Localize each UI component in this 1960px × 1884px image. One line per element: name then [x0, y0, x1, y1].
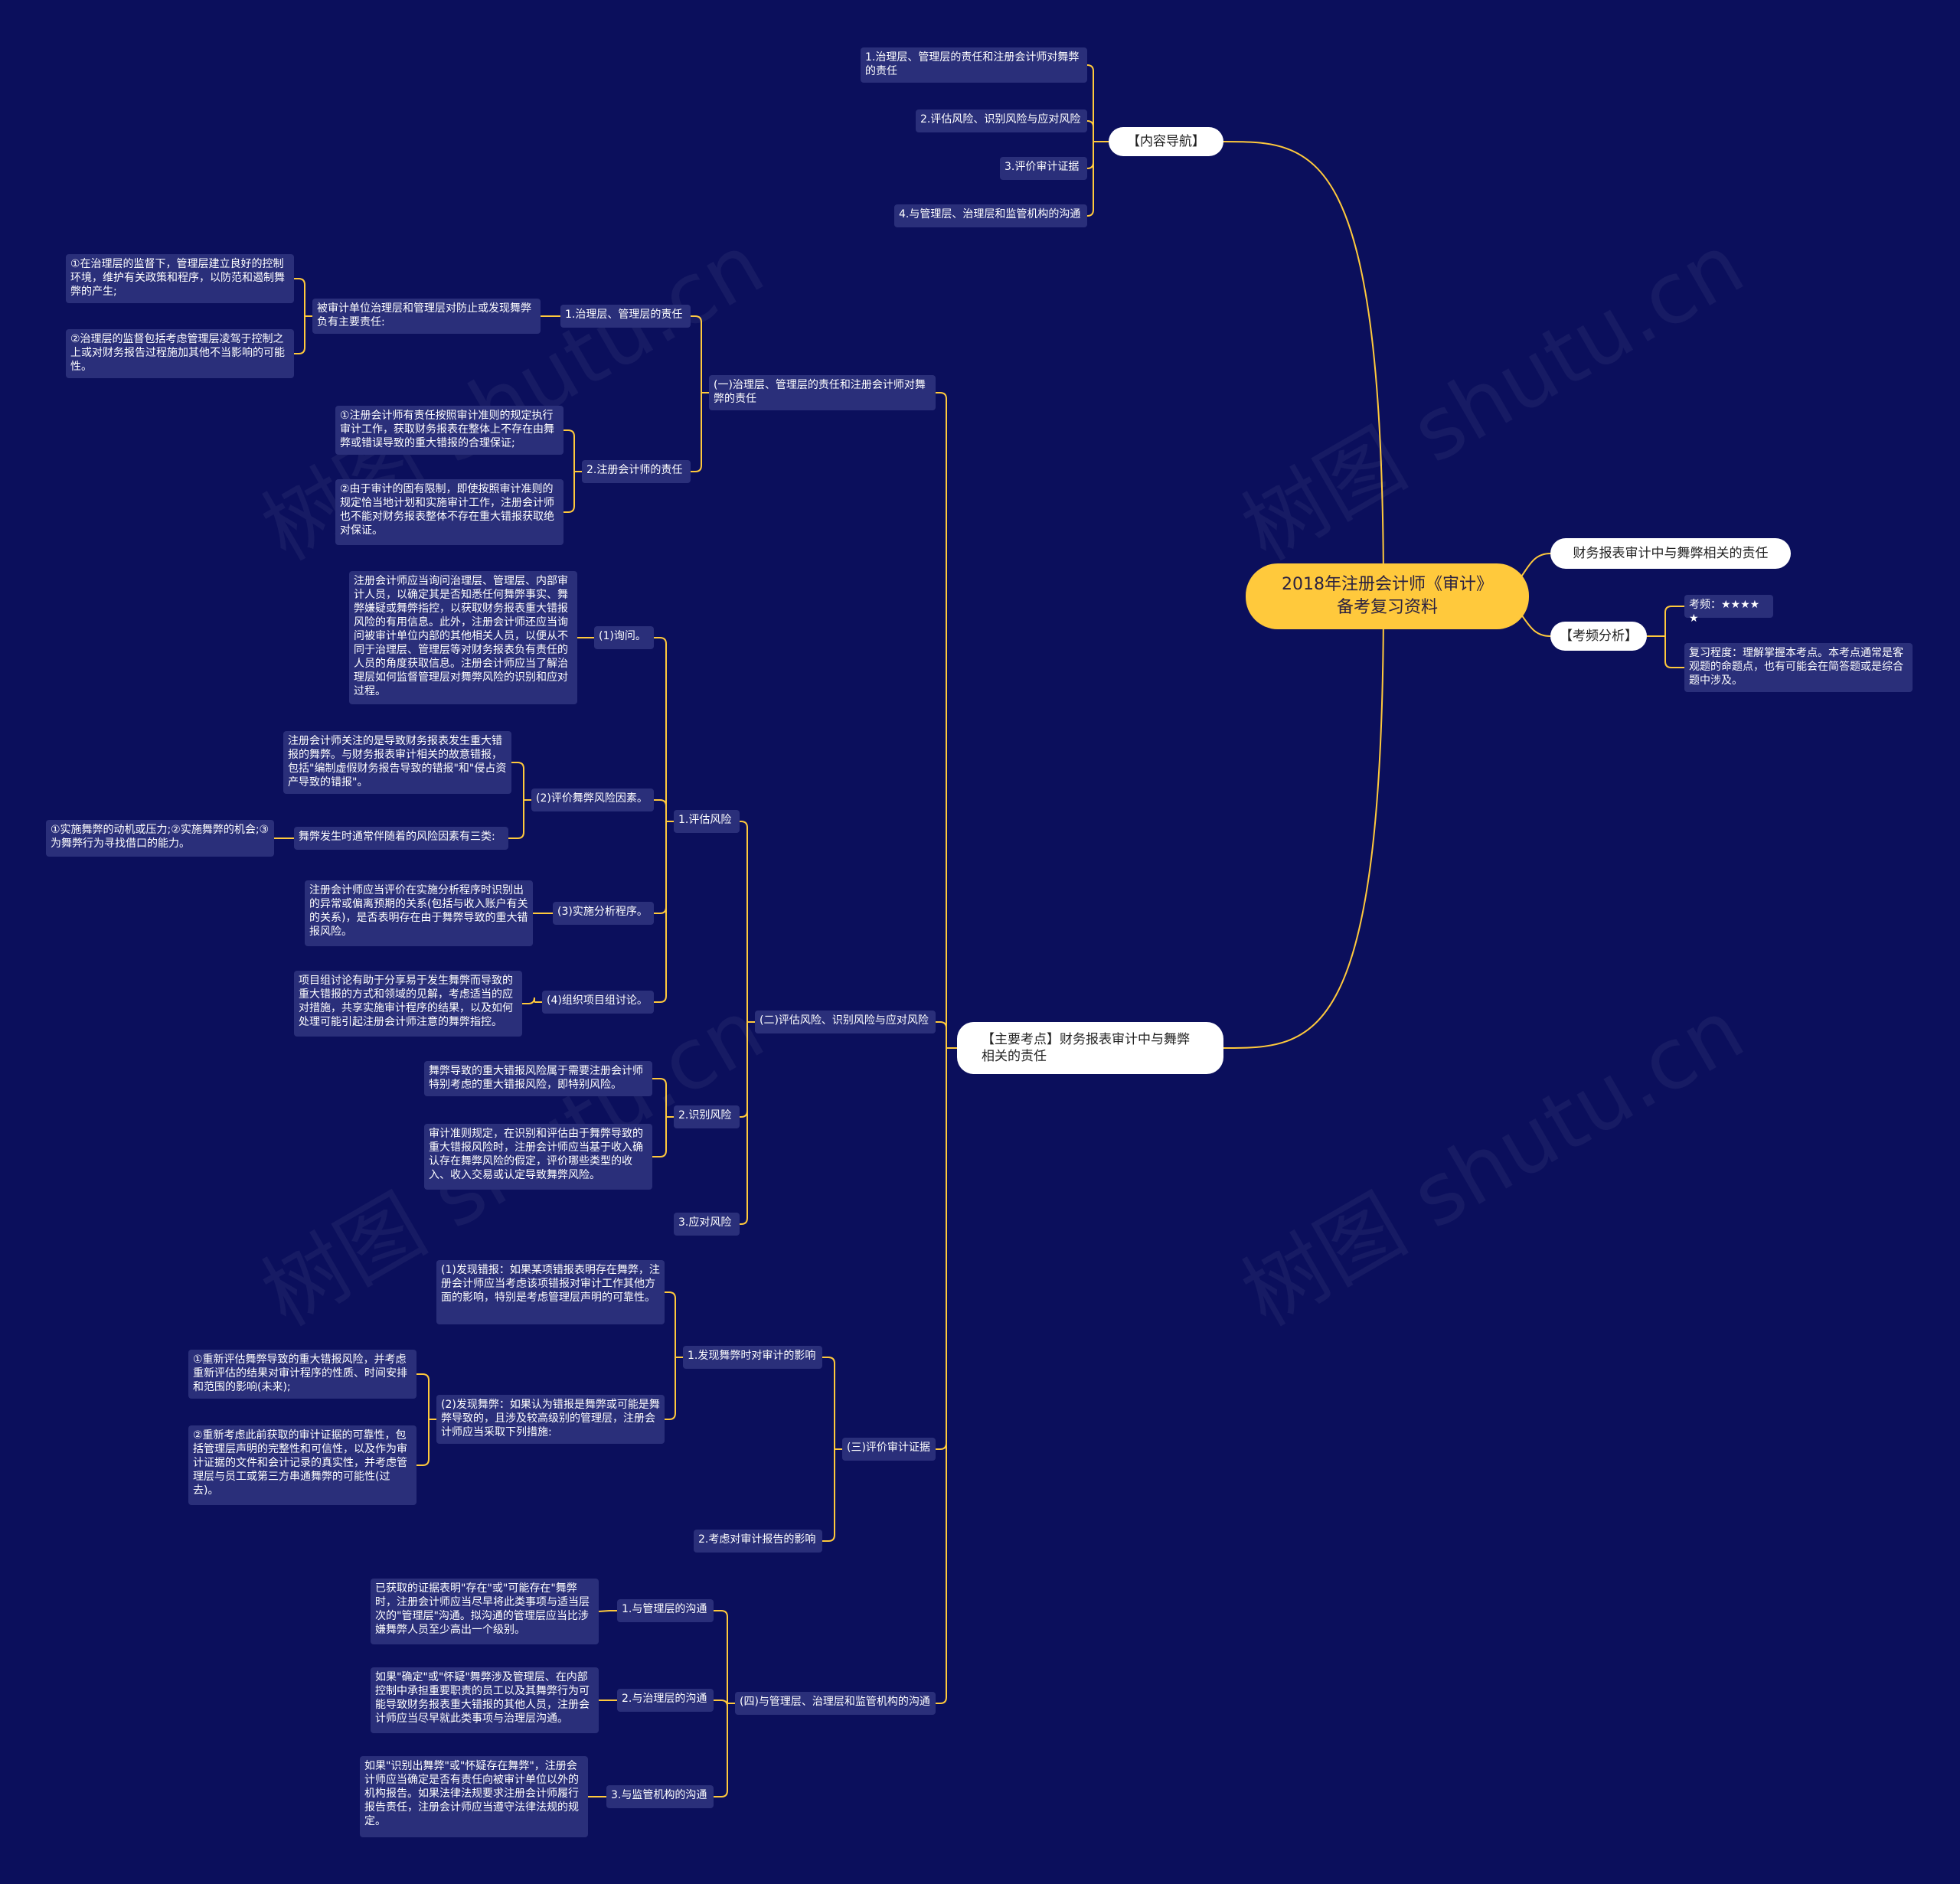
- frequency-topic[interactable]: 【考频分析】: [1550, 622, 1647, 651]
- leaf-text[interactable]: 如果"识别出舞弊"或"怀疑存在舞弊"，注册会计师应当确定是否有责任向被审计单位以…: [360, 1756, 588, 1837]
- section-3-item-2[interactable]: 2.考虑对审计报告的影响: [694, 1530, 822, 1553]
- leaf-text[interactable]: 如果"确定"或"怀疑"舞弊涉及管理层、在内部控制中承担重要职责的员工以及其舞弊行…: [371, 1667, 599, 1733]
- leaf-text[interactable]: 舞弊导致的重大错报风险属于需要注册会计师特别考虑的重大错报风险，即特别风险。: [424, 1061, 652, 1096]
- section-2-step-3[interactable]: (3)实施分析程序。: [553, 902, 654, 925]
- section-2-item-3[interactable]: 3.应对风险: [674, 1213, 740, 1236]
- section-4-item-3[interactable]: 3.与监管机构的沟通: [606, 1785, 714, 1808]
- leaf-text[interactable]: ①实施舞弊的动机或压力;②实施舞弊的机会;③为舞弊行为寻找借口的能力。: [46, 820, 274, 857]
- leaf-text[interactable]: 审计准则规定，在识别和评估由于舞弊导致的重大错报风险时，注册会计师应当基于收入确…: [424, 1124, 652, 1190]
- connector: [1086, 142, 1094, 169]
- connector: [416, 1373, 430, 1419]
- section-2-step-4[interactable]: (4)组织项目组讨论。: [542, 991, 654, 1014]
- connector: [294, 278, 305, 316]
- leaf-text[interactable]: 已获取的证据表明"存在"或"可能存在"舞弊时，注册会计师应当尽早将此类事项与适当…: [371, 1579, 599, 1644]
- connector: [294, 316, 305, 354]
- section-3-item-1[interactable]: 1.发现舞弊时对审计的影响: [683, 1346, 822, 1369]
- connector: [654, 799, 667, 821]
- section-2[interactable]: (二)评估风险、识别风险与应对风险: [755, 1011, 936, 1033]
- section-2-step-2[interactable]: (2)评价舞弊风险因素。: [531, 789, 654, 811]
- connector: [654, 637, 667, 821]
- nav-item[interactable]: 2.评估风险、识别风险与应对风险: [916, 109, 1087, 132]
- section-1-item-2[interactable]: 2.注册会计师的责任: [582, 460, 691, 483]
- connector: [511, 762, 524, 800]
- connector: [691, 315, 702, 393]
- connector: [508, 800, 524, 839]
- connector: [740, 1022, 748, 1118]
- leaf-text[interactable]: 注册会计师关注的是导致财务报表发生重大错报的舞弊。与财务报表审计相关的故意错报，…: [283, 731, 511, 794]
- connector: [691, 393, 702, 472]
- leaf-text[interactable]: ②治理层的监督包括考虑管理层凌驾于控制之上或对财务报告过程施加其他不当影响的可能…: [66, 329, 294, 378]
- connector: [522, 997, 535, 1004]
- connector: [740, 821, 748, 1022]
- connector: [654, 821, 667, 1003]
- section-4-item-2[interactable]: 2.与治理层的沟通: [617, 1689, 714, 1712]
- section-3-discovery[interactable]: (2)发现舞弊：如果认为错报是舞弊或可能是舞弊导致的，且涉及较高级别的管理层，注…: [436, 1395, 665, 1444]
- frequency-note[interactable]: 复习程度：理解掌握本考点。本考点通常是客观题的命题点，也有可能会在简答题或是综合…: [1684, 643, 1913, 692]
- section-1-item-1[interactable]: 1.治理层、管理层的责任: [560, 305, 691, 328]
- leaf-text[interactable]: 注册会计师应当评价在实施分析程序时识别出的异常或偏离预期的关系(包括与收入账户有…: [305, 880, 533, 946]
- connector: [652, 1117, 667, 1158]
- connector: [714, 1703, 728, 1797]
- nav-topic[interactable]: 【内容导航】: [1109, 127, 1223, 156]
- section-4[interactable]: (四)与管理层、治理层和监管机构的沟通: [735, 1692, 936, 1715]
- leaf-text[interactable]: ②重新考虑此前获取的审计证据的可靠性，包括管理层声明的完整性和可信性，以及作为审…: [188, 1425, 416, 1505]
- connector: [1664, 606, 1684, 636]
- section-2-item-1[interactable]: 1.评估风险: [674, 810, 740, 833]
- frequency-stars[interactable]: 考频：★★★★★: [1684, 595, 1773, 625]
- connector: [740, 1022, 748, 1225]
- leaf-text[interactable]: (1)发现错报：如果某项错报表明存在舞弊，注册会计师应当考虑该项错报对审计工作其…: [436, 1260, 665, 1324]
- connector: [1086, 120, 1094, 142]
- connector: [714, 1700, 728, 1707]
- connector: [714, 1610, 728, 1703]
- root-topic[interactable]: 2018年注册会计师《审计》备考复习资料: [1246, 563, 1529, 629]
- connector: [936, 392, 947, 1048]
- connector: [665, 1291, 676, 1357]
- leaf-text[interactable]: ①注册会计师有责任按照审计准则的规定执行审计工作，获取财务报表在整体上不存在由舞…: [335, 406, 564, 455]
- connector: [1086, 64, 1094, 142]
- section-2-item-2[interactable]: 2.识别风险: [674, 1105, 740, 1128]
- connector: [936, 1048, 947, 1704]
- connector: [936, 1021, 947, 1048]
- section-1-item-1-detail[interactable]: 被审计单位治理层和管理层对防止或发现舞弊负有主要责任:: [312, 299, 541, 334]
- connector: [1223, 141, 1384, 597]
- connector: [416, 1419, 430, 1466]
- connector: [822, 1449, 835, 1542]
- responsibility-topic[interactable]: 财务报表审计中与舞弊相关的责任: [1550, 538, 1791, 569]
- leaf-text[interactable]: 注册会计师应当询问治理层、管理层、内部审计人员，以确定其是否知悉任何舞弊事实、舞…: [349, 571, 577, 704]
- connector: [822, 1357, 835, 1449]
- section-3[interactable]: (三)评价审计证据: [842, 1438, 936, 1461]
- connector: [1223, 596, 1384, 1049]
- leaf-text[interactable]: ①重新评估舞弊导致的重大错报风险，并考虑重新评估的结果对审计程序的性质、时间安排…: [188, 1350, 416, 1399]
- section-2-step-1[interactable]: (1)询问。: [594, 626, 654, 649]
- connector: [654, 821, 667, 914]
- connector: [936, 1048, 947, 1450]
- leaf-text[interactable]: ①在治理层的监督下，管理层建立良好的控制环境，维护有关政策和程序，以防范和遏制舞…: [66, 254, 294, 303]
- connector: [652, 1078, 667, 1117]
- connector: [564, 472, 575, 513]
- section-2-step-2-detail[interactable]: 舞弊发生时通常伴随着的风险因素有三类:: [294, 827, 508, 850]
- nav-item[interactable]: 1.治理层、管理层的责任和注册会计师对舞弊的责任: [861, 47, 1087, 83]
- section-1[interactable]: (一)治理层、管理层的责任和注册会计师对舞弊的责任: [709, 375, 936, 410]
- main-topic[interactable]: 【主要考点】财务报表审计中与舞弊相关的责任: [957, 1022, 1223, 1074]
- connector: [564, 429, 575, 472]
- nav-item[interactable]: 3.评价审计证据: [1000, 157, 1087, 180]
- leaf-text[interactable]: ②由于审计的固有限制，即使按照审计准则的规定恰当地计划和实施审计工作，注册会计师…: [335, 479, 564, 545]
- section-4-item-1[interactable]: 1.与管理层的沟通: [617, 1599, 714, 1622]
- connector: [665, 1357, 676, 1420]
- connector: [1664, 636, 1684, 668]
- leaf-text[interactable]: 项目组讨论有助于分享易于发生舞弊而导致的重大错报的方式和领域的见解，考虑适当的应…: [294, 971, 522, 1037]
- connector: [1086, 142, 1094, 217]
- nav-item[interactable]: 4.与管理层、治理层和监管机构的沟通: [894, 204, 1087, 227]
